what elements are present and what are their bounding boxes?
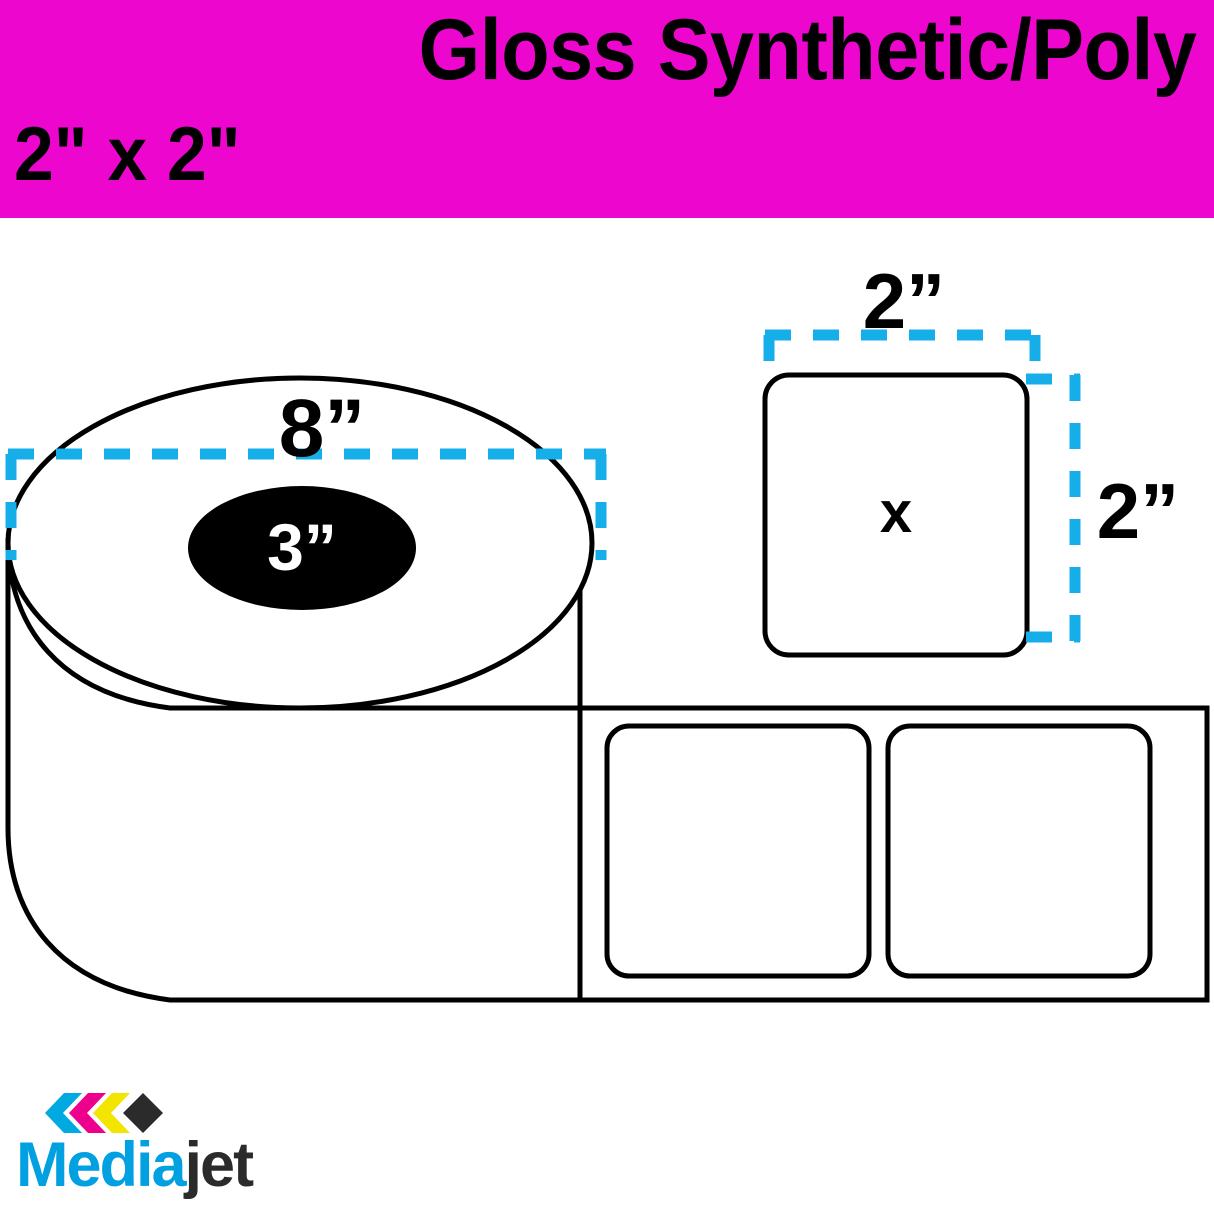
label-center-mark: x <box>880 480 912 545</box>
logo-name-primary: Media <box>16 1130 187 1200</box>
roll-cylinder-side <box>5 537 583 1003</box>
product-diagram: 8” 3” x 2” 2” <box>0 218 1214 1080</box>
header-banner: Gloss Synthetic/Poly 2" x 2" <box>0 0 1214 218</box>
label-dimensions <box>763 329 1081 643</box>
web-label-1 <box>604 723 872 979</box>
label-sample-outline <box>762 372 1030 658</box>
label-sample <box>762 372 1030 658</box>
roll-and-label-illustration: 8” 3” x 2” 2” <box>5 257 1210 1003</box>
web-label-2 <box>885 723 1153 979</box>
logo-name-secondary: jet <box>184 1130 255 1200</box>
label-height-value: 2” <box>1097 467 1179 555</box>
logo-wordmark: Mediajet <box>16 1130 255 1200</box>
label-width-value: 2” <box>863 257 945 345</box>
roll-core-value: 3” <box>267 510 337 584</box>
roll-width-value: 8” <box>279 383 366 474</box>
label-web-strip <box>577 705 1210 1003</box>
cyan-chevron-icon <box>45 1093 82 1133</box>
magenta-chevron-icon <box>69 1093 106 1133</box>
company-logo: Mediajet <box>12 1084 312 1202</box>
product-size-label: 2" x 2" <box>14 112 241 197</box>
roll-width-dimension <box>5 448 607 560</box>
roll-top-face <box>5 375 595 711</box>
page-title: Gloss Synthetic/Poly <box>418 2 1196 98</box>
roll-core-ellipse <box>188 486 416 610</box>
cmyk-chevrons-icon <box>42 1092 166 1141</box>
cmyk-chevron-group-icon <box>45 1093 163 1133</box>
black-diamond-icon <box>123 1093 163 1133</box>
yellow-chevron-icon <box>93 1093 130 1133</box>
